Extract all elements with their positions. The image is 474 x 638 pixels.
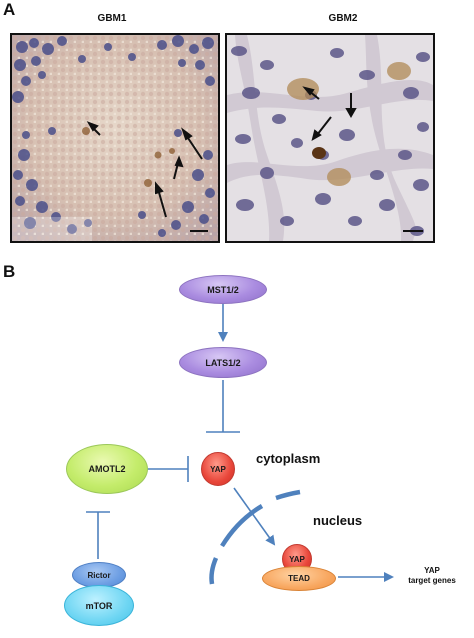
arrows-gbm2 [302,86,357,142]
gbm1-title: GBM1 [97,13,127,24]
tead-node: TEAD [262,566,336,591]
panel-b-label: B [3,262,16,281]
gbm2-micrograph [225,33,435,243]
yap-cytoplasm-node: YAP [201,452,235,486]
stroma-gbm2 [227,35,433,241]
lats12-node: LATS1/2 [179,347,267,378]
mst12-node: MST1/2 [179,275,267,304]
arrows-gbm1 [86,121,203,218]
target-genes-line2: target genes [408,576,456,585]
gbm1-micrograph [10,33,220,243]
panel-a-label: A [3,0,16,19]
nuclei-cluster-gbm1 [12,35,215,237]
target-genes-label: YAP target genes [396,566,468,586]
mtor-node: mTOR [64,585,134,626]
nucleus-label: nucleus [313,513,363,528]
cytoplasm-label: cytoplasm [256,451,321,466]
brown-cells-gbm2 [287,62,411,186]
arrow-yap-to-nucleus [233,487,276,546]
gbm2-title: GBM2 [328,13,358,24]
brown-stain-gbm1 [82,127,175,187]
amotl2-node: AMOTL2 [66,444,148,494]
target-genes-line1: YAP [424,566,440,575]
dark-stain-gbm2 [312,147,326,159]
